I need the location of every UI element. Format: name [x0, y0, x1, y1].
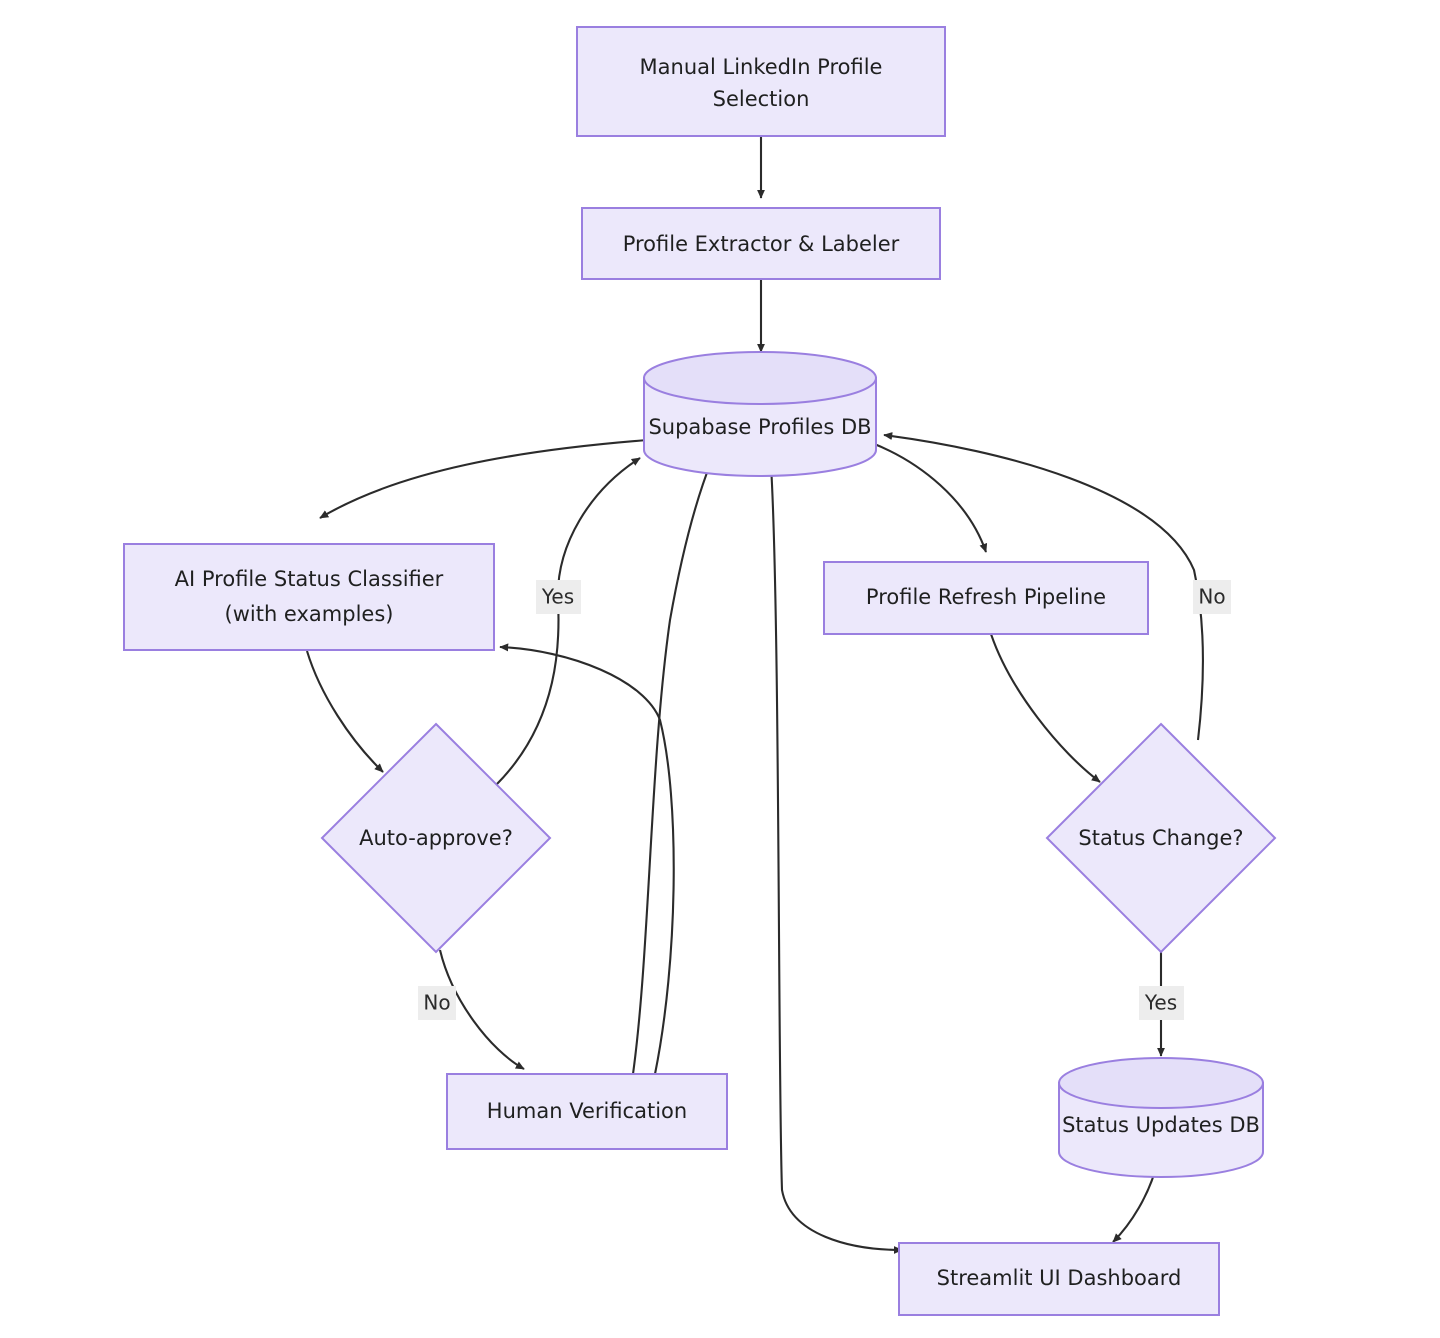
- edge-auto-approve-no-to-human-verification: [438, 949, 525, 1070]
- node-profile-extractor-labeler[interactable]: Profile Extractor & Labeler: [581, 207, 941, 280]
- node-label-status-updates-db: Status Updates DB: [1062, 1113, 1260, 1137]
- node-streamlit-ui-dashboard[interactable]: Streamlit UI Dashboard: [898, 1242, 1220, 1316]
- node-label-profile-refresh-pipeline: Profile Refresh Pipeline: [866, 585, 1106, 609]
- node-label-status-change: Status Change?: [1078, 826, 1243, 850]
- node-label-ai-classifier-line2: (with examples): [225, 602, 394, 626]
- node-auto-approve-decision[interactable]: Auto-approve?: [320, 722, 552, 954]
- edge-ai-classifier-to-auto-approve: [305, 650, 384, 773]
- edge-supabase-db-to-ai-classifier: [319, 438, 649, 519]
- edge-label-no-status-change: No: [1193, 580, 1231, 614]
- node-status-change-decision[interactable]: Status Change?: [1045, 722, 1277, 954]
- edge-auto-approve-yes-to-supabase-db: [496, 457, 641, 785]
- edge-label-no-status-change-text: No: [1198, 585, 1225, 609]
- edge-label-yes-auto-approve: Yes: [536, 580, 581, 614]
- node-label-supabase-profiles-db: Supabase Profiles DB: [648, 415, 871, 439]
- node-label-profile-extractor: Profile Extractor & Labeler: [623, 232, 900, 256]
- nodes-layer: Manual LinkedIn Profile Selection Profil…: [123, 26, 1277, 1316]
- edge-label-no-auto-approve: No: [418, 986, 456, 1020]
- node-ai-profile-status-classifier[interactable]: AI Profile Status Classifier (with examp…: [123, 543, 495, 651]
- edge-labels-layer: Yes No No Yes: [418, 580, 1231, 1020]
- edge-label-yes-auto-approve-text: Yes: [541, 585, 574, 609]
- node-manual-linkedin-profile-selection[interactable]: Manual LinkedIn Profile Selection: [576, 26, 946, 137]
- node-label-ai-classifier-line1: AI Profile Status Classifier: [175, 567, 444, 591]
- node-profile-refresh-pipeline[interactable]: Profile Refresh Pipeline: [823, 561, 1149, 635]
- node-supabase-profiles-db[interactable]: Supabase Profiles DB: [643, 351, 877, 477]
- edge-label-yes-status-change: Yes: [1139, 986, 1184, 1020]
- edge-label-no-auto-approve-text: No: [423, 991, 450, 1015]
- node-label-manual-selection-line1: Manual LinkedIn Profile: [640, 55, 883, 79]
- node-human-verification[interactable]: Human Verification: [446, 1073, 728, 1150]
- edge-profile-refresh-pipeline-to-status-change: [990, 633, 1101, 783]
- node-label-manual-selection-line2: Selection: [713, 87, 810, 111]
- edge-label-yes-status-change-text: Yes: [1144, 991, 1177, 1015]
- node-label-streamlit-dashboard: Streamlit UI Dashboard: [937, 1266, 1182, 1290]
- edge-supabase-db-to-streamlit-dashboard: [769, 464, 903, 1254]
- node-status-updates-db[interactable]: Status Updates DB: [1058, 1057, 1264, 1178]
- edge-supabase-db-to-profile-refresh-pipeline: [871, 442, 988, 553]
- node-label-human-verification: Human Verification: [487, 1099, 687, 1123]
- edge-human-verification-to-supabase-db: [631, 461, 712, 1075]
- edge-status-change-no-to-supabase-db: [883, 432, 1204, 741]
- edge-human-verification-to-ai-classifier: [499, 643, 675, 1075]
- node-label-auto-approve: Auto-approve?: [359, 826, 513, 850]
